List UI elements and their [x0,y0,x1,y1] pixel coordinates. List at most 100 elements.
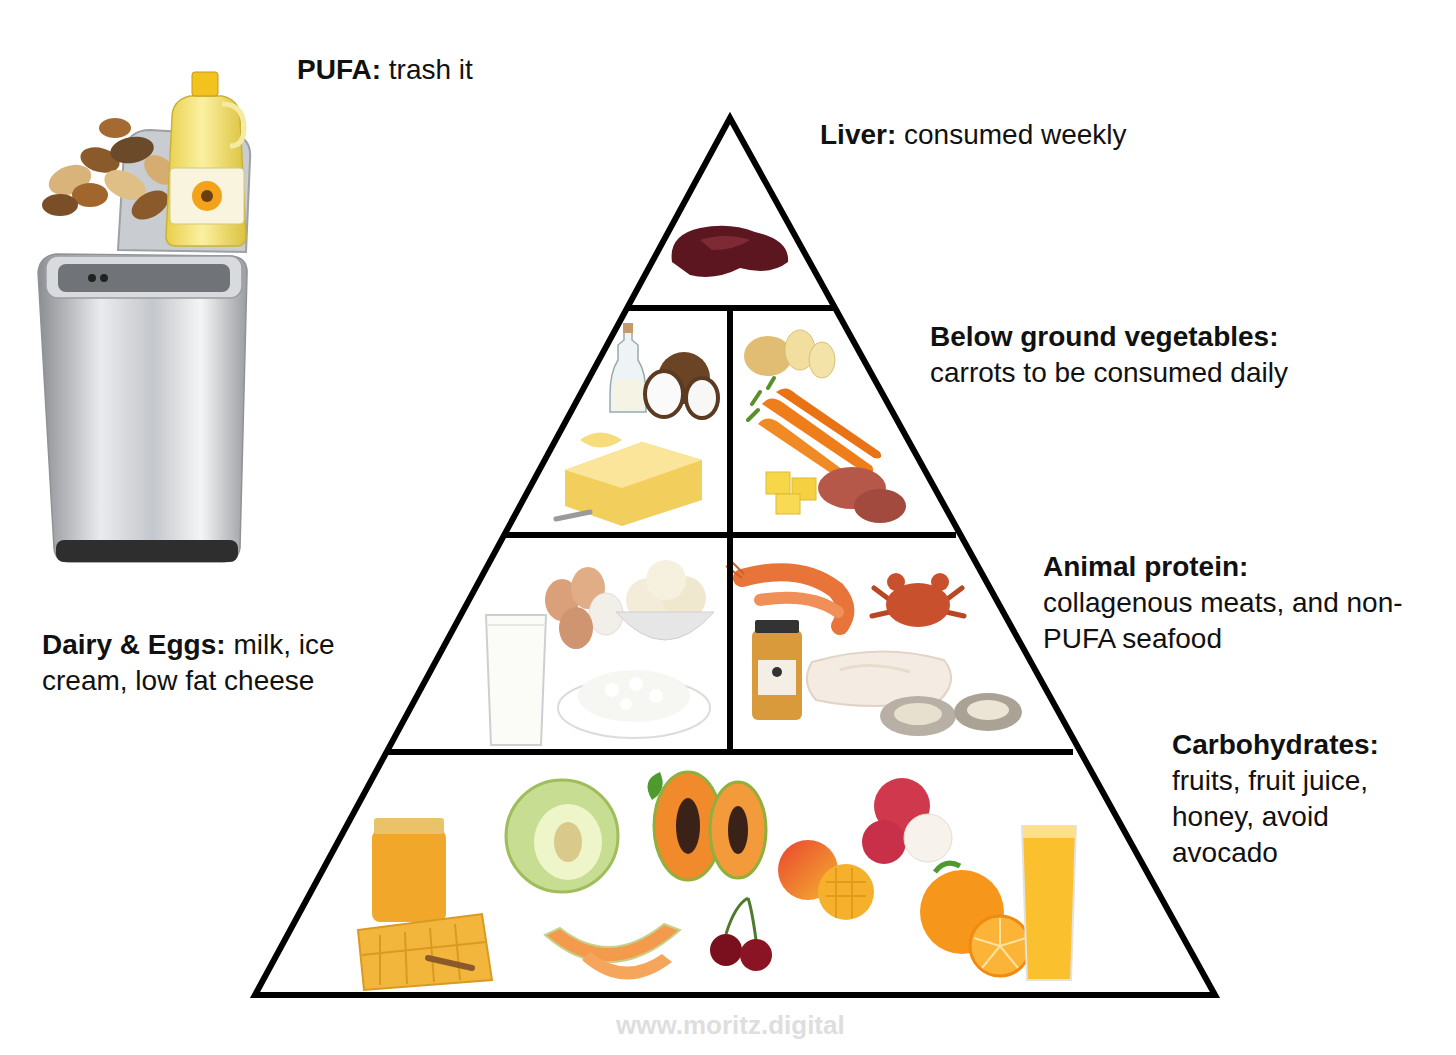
honey-jar-part [374,818,444,834]
section-text: carrots to be consumed daily [930,357,1288,388]
honeydew-melon-part [506,780,618,892]
section-heading: Liver: [820,119,896,150]
papaya [648,772,767,880]
carrots-part [776,388,881,458]
juice-glass [1022,826,1076,980]
sweet-potatoes-part [854,489,906,523]
butter-cubes-part [776,494,800,514]
cottage-cheese-part [649,689,663,703]
section-heading: Carbohydrates: [1172,727,1422,763]
lychee-part [904,814,952,862]
orange-part [935,863,960,872]
oysters-part [880,696,956,736]
oysters [880,693,1022,736]
mango-part [818,864,874,920]
lychee [862,778,952,864]
shrimp [726,560,845,626]
liver-part [672,226,789,277]
section-heading: Dairy & Eggs: [42,629,226,660]
crab-part [931,573,949,591]
protein-note: Animal protein:collagenous meats, and no… [1043,549,1433,657]
pyramid-outline-part [727,308,733,752]
trash-can-part [100,274,108,282]
trash-can-part [88,274,96,282]
orange-part [970,916,1030,976]
oil-bottle-part [166,96,246,246]
oysters-part [967,700,1009,720]
cherries [710,898,772,971]
ice-cream-bowl [616,560,714,640]
sweet-potatoes [818,467,906,523]
cottage-cheese [558,670,710,738]
oil-bottle-part [201,190,213,202]
oil-cruet-part [613,380,643,410]
bone-broth-jar-part [752,630,802,720]
shrimp-part [760,598,838,612]
section-text: collagenous meats, and non-PUFA seafood [1043,587,1403,654]
papaya-part [710,782,766,878]
butter-cubes [766,472,816,514]
cottage-cheese-part [605,683,619,697]
milk-glass-part [488,624,544,626]
oil-bottle-part [192,72,218,96]
bone-broth-jar [752,620,802,720]
coconut [645,352,718,418]
oil-cruet-part [623,323,633,333]
bone-broth-jar-part [758,660,796,695]
nuts-part [99,118,131,138]
honey-jar-part [372,830,446,922]
papaya-part [676,798,700,854]
potatoes [744,330,835,378]
section-text: fruits, fruit juice, honey, avoid avocad… [1172,765,1368,868]
dairy-note: Dairy & Eggs: milk, ice cream, low fat c… [42,627,387,699]
cantaloupe-part [582,952,672,980]
honey-jar [372,818,446,922]
trash-can-part [46,256,242,298]
trash-can-part [38,254,247,562]
cherries-part [726,898,756,940]
milk-glass-part [486,615,546,745]
liver-note: Liver: consumed weekly [820,117,1240,153]
butter-part [565,442,702,488]
papaya-part [728,806,748,854]
ice-cream-bowl-part [646,560,686,600]
oil-cruet-part [610,332,646,412]
carbohydrates-note: Carbohydrates:fruits, fruit juice, honey… [1172,727,1422,871]
potatoes-part [744,336,792,376]
section-heading: Animal protein: [1043,549,1433,585]
coconut-part [645,371,683,417]
butter-cubes-part [766,472,790,494]
juice-glass-part [1022,826,1076,980]
trash-can-part [56,540,238,562]
potatoes-part [809,342,835,378]
nuts-part [42,194,78,216]
honeycomb-part [358,914,492,990]
section-text: trash it [389,54,473,85]
cottage-cheese-part [629,677,643,691]
oysters-part [894,703,942,725]
oil-bottle-part [222,104,244,146]
pufa-note: PUFA: trash it [297,52,717,88]
cherries-part [710,934,742,966]
milk-glass [486,615,546,745]
eggs-part [559,607,593,649]
shrimp-part [742,572,845,626]
ice-cream-bowl-part [616,612,714,640]
butter [556,433,702,527]
bone-broth-jar-part [772,667,782,677]
mango [778,840,874,920]
vegetables-note: Below ground vegetables:carrots to be co… [930,319,1430,391]
juice-glass-part [1023,826,1075,838]
butter-part [580,433,622,448]
section-heading: Below ground vegetables: [930,319,1430,355]
coconut-part [686,378,718,418]
oil-cruet [610,323,646,412]
oil-bottle-part [170,168,244,224]
lychee-part [862,820,906,864]
honeycomb-part [362,924,486,985]
honeydew-melon-part [554,822,582,862]
oil-bottle [166,72,246,246]
crab-part [887,573,905,591]
